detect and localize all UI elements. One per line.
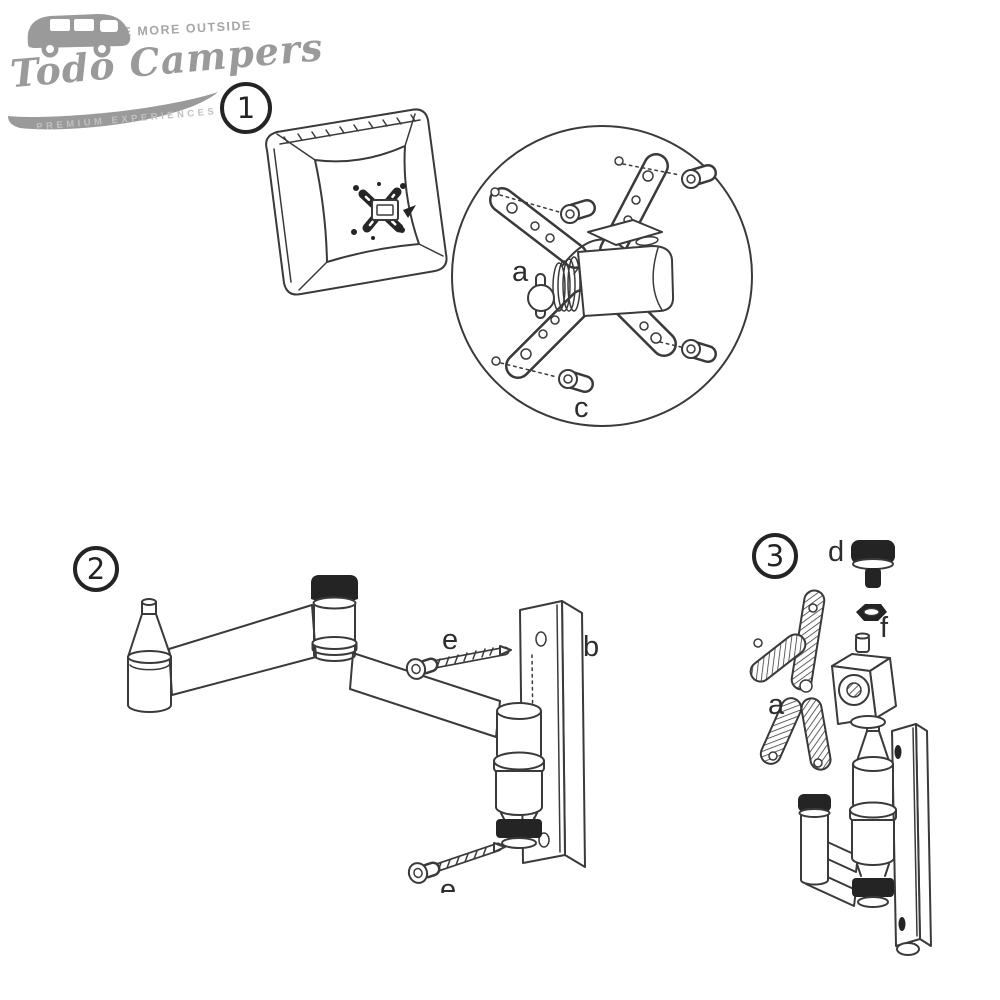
part-label-b: b — [583, 631, 600, 663]
step-2-badge: 2 — [73, 546, 119, 592]
wall-screw-bottom — [407, 842, 506, 884]
hinge-column — [493, 702, 545, 849]
vesa-bracket-small — [749, 589, 832, 771]
vesa-screws — [490, 156, 717, 393]
step-3-badge: 3 — [752, 533, 798, 579]
part-label-a-step3: a — [768, 689, 785, 721]
assembled-mount-illustration — [749, 540, 932, 956]
part-label-e-bottom-clipped: e — [440, 876, 468, 893]
camper-van-icon — [27, 14, 131, 58]
wall-screw-top — [405, 645, 512, 680]
wall-plate-small — [891, 723, 932, 956]
step-1-number: 1 — [236, 91, 256, 125]
step-1-badge: 1 — [220, 82, 272, 134]
thumb-screw — [851, 540, 895, 588]
step-2-number: 2 — [86, 552, 106, 586]
arm-segment-upper — [168, 604, 317, 696]
swoosh-underline — [8, 92, 218, 130]
part-label-e-bottom: e — [440, 876, 457, 893]
monitor-back-illustration — [265, 108, 448, 296]
todo-campers-logo: BE MORE OUTSIDE Todo Campers PREMIUM EXP… — [0, 0, 325, 160]
corner-creases — [276, 113, 444, 291]
mini-vesa-bracket — [351, 182, 416, 240]
part-label-c: c — [574, 392, 589, 424]
hinge-column-small — [849, 756, 897, 908]
part-label-d: d — [828, 536, 845, 568]
tilt-head-block — [527, 219, 675, 319]
step-3-number: 3 — [765, 539, 785, 573]
nut — [856, 604, 887, 621]
folded-arm — [798, 794, 859, 907]
part-label-a-step1: a — [512, 256, 529, 288]
part-label-f: f — [880, 612, 889, 644]
tilt-head-small — [831, 632, 897, 729]
pointer-arrow-icon — [403, 205, 416, 218]
arm-knob-joint — [311, 575, 358, 662]
vesa-detail-circle-illustration — [451, 125, 753, 427]
monitor-pivot-cone — [127, 598, 172, 713]
bezel-hatching — [283, 114, 416, 144]
part-label-e-top: e — [442, 624, 459, 656]
arm-wallplate-illustration — [127, 575, 586, 884]
